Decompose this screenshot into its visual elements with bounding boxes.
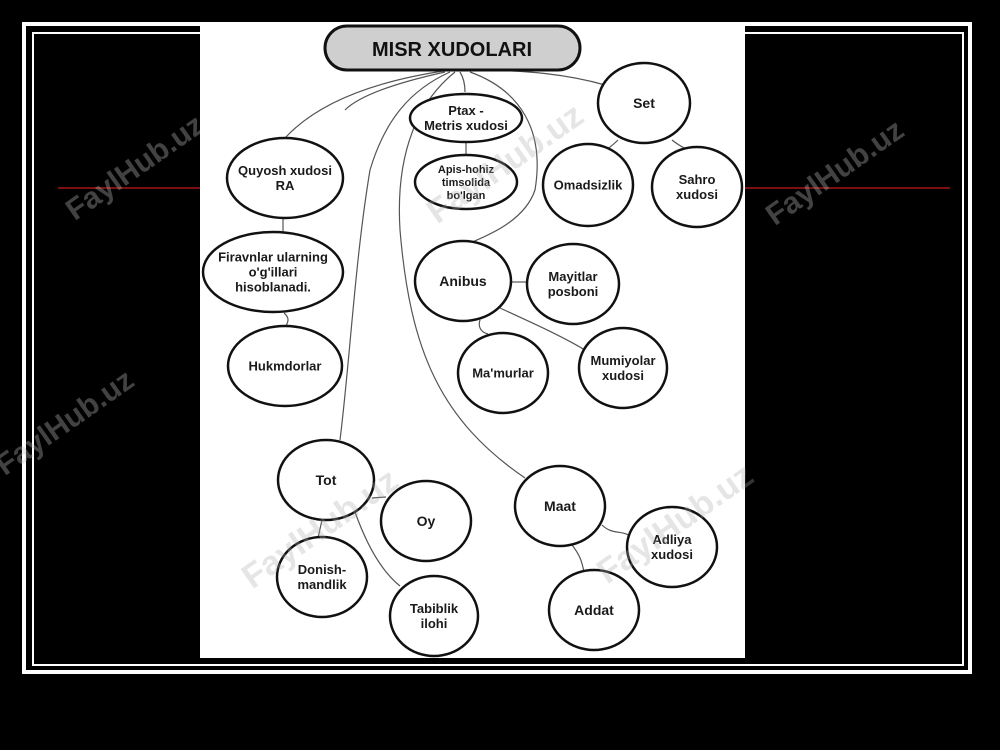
node-mumiyolar-ellipse [577,326,669,410]
node-firavnlar-label: hisoblanadi. [235,280,311,295]
edge-title-branch [344,71,446,111]
node-mamurlar: Ma'murlar [456,331,550,415]
node-apis-label: timsolida [442,177,491,189]
node-ptax-label: Metris xudosi [424,118,508,133]
node-layer: Ptax -Metris xudosiApis-hohiztimsolidabo… [201,61,744,658]
node-mamurlar-label: Ma'murlar [472,366,534,381]
node-tabiblik-ellipse [388,574,480,658]
node-mayitlar-label: Mayitlar [548,269,597,284]
red-rule-left [58,187,200,189]
node-oy-label: Oy [417,513,436,529]
node-addat-ellipse [547,568,641,652]
node-mamurlar-ellipse [456,331,550,415]
node-tot: Tot [276,438,376,522]
node-ptax-ellipse [408,92,524,144]
node-mayitlar-label: posboni [548,284,599,299]
edge-title-quyosh [284,69,451,139]
node-tot-label: Tot [316,472,337,488]
node-adliya-ellipse [625,505,719,589]
node-donish-label: mandlik [297,577,347,592]
node-maat-label: Maat [544,498,576,514]
node-firavnlar-ellipse [201,230,345,314]
title-text: MISR XUDOLARI [372,39,532,61]
node-mumiyolar-label: xudosi [602,368,644,383]
node-quyosh-ellipse [225,136,345,220]
edge-tot-oy [371,496,387,499]
node-hukmdorlar-ellipse [226,324,344,408]
edge-title-anibus [464,71,538,246]
node-tabiblik-label: ilohi [421,616,448,631]
node-addat-label: Addat [574,602,614,618]
node-firavnlar-label: Firavnlar ularning [218,250,328,265]
node-tabiblik-label: Tabiblik [410,601,459,616]
edge-title-tot [339,71,451,441]
node-anibus-label: Anibus [439,273,487,289]
node-firavnlar-label: o'g'illari [249,265,298,280]
node-apis-label: bo'lgan [447,190,486,202]
node-donish-ellipse [275,535,369,619]
node-sahro-label: Sahro [679,172,716,187]
node-ptax-label: Ptax - [448,103,483,118]
node-set-label: Set [633,95,655,111]
edge-title-set [469,69,606,86]
node-anibus-ellipse [413,239,513,323]
edge-tot-tabiblik [354,511,401,587]
edge-tot-donish [317,519,323,539]
node-adliya-label: Adliya [652,532,692,547]
node-hukmdorlar: Hukmdorlar [226,324,344,408]
node-oy: Oy [379,479,473,563]
node-adliya-label: xudosi [651,547,693,562]
node-omadsizlik-label: Omadsizlik [554,178,623,193]
node-donish: Donish-mandlik [275,535,369,619]
node-maat-ellipse [513,464,607,548]
node-mayitlar-ellipse [525,242,621,326]
edge-maat-addat [571,544,585,573]
node-oy-ellipse [379,479,473,563]
edge-firavnlar-hukmdorlar [283,312,289,327]
node-apis-label: Apis-hohiz [438,164,495,176]
red-rule-right [745,187,950,189]
node-omadsizlik: Omadsizlik [541,142,635,228]
node-addat: Addat [547,568,641,652]
node-sahro-label: xudosi [676,187,718,202]
edge-anibus-mamurlar [478,319,489,335]
node-donish-label: Donish- [298,562,346,577]
edge-anibus-mumiyolar [499,307,586,351]
node-anibus: Anibus [413,239,513,323]
node-mumiyolar-label: Mumiyolar [590,353,655,368]
edge-title-ptax [459,71,466,93]
node-tot-ellipse [276,438,376,522]
node-ptax: Ptax -Metris xudosi [408,92,524,144]
title-node: MISR XUDOLARI [323,24,582,72]
node-maat: Maat [513,464,607,548]
node-quyosh-label: Quyosh xudosi [238,163,332,178]
node-quyosh-label: RA [276,178,295,193]
node-apis-ellipse [413,153,519,211]
node-omadsizlik-ellipse [541,142,635,228]
node-set-ellipse [596,61,692,145]
node-hukmdorlar-label: Hukmdorlar [249,359,322,374]
node-set: Set [596,61,692,145]
node-sahro-ellipse [650,145,744,229]
